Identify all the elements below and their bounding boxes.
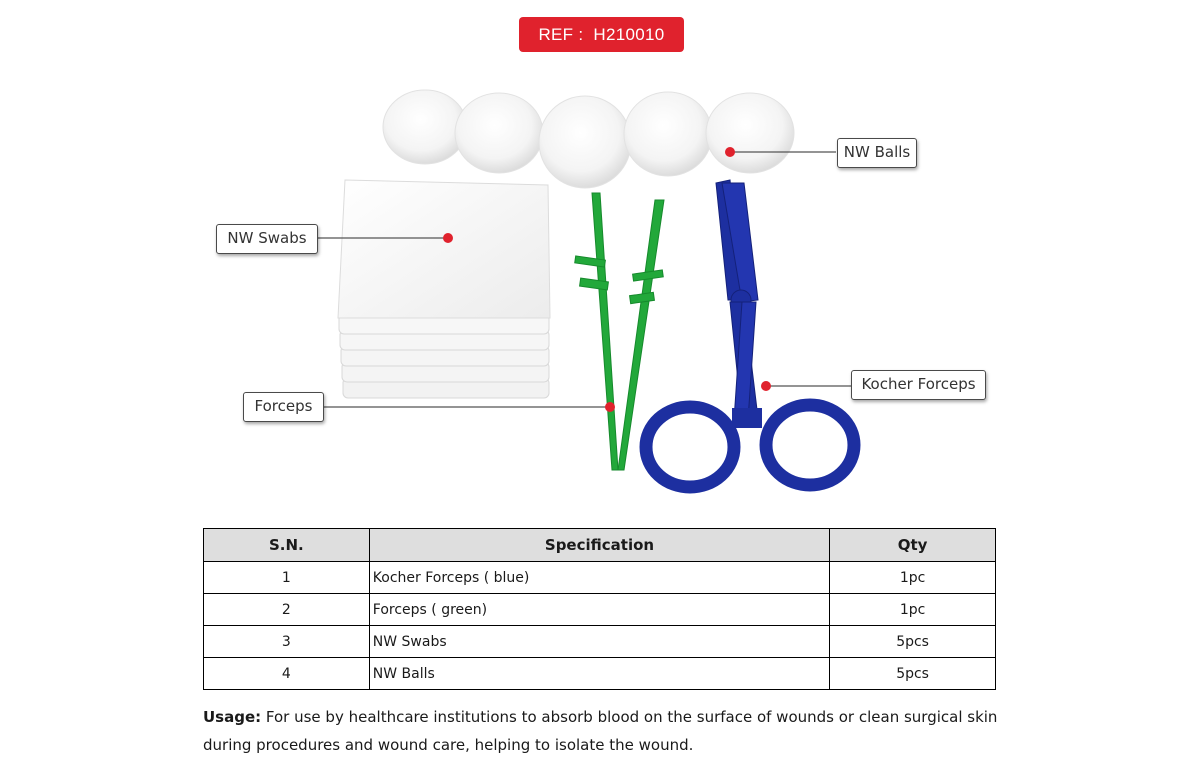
- cell-qty: 5pcs: [829, 657, 996, 690]
- cell-sn: 2: [203, 593, 370, 626]
- product-photo: [318, 89, 861, 494]
- spec-table: S.N. Specification Qty 1 Kocher Forceps …: [203, 528, 996, 690]
- ref-badge: REF : H210010: [519, 17, 684, 52]
- cell-qty: 1pc: [829, 593, 996, 626]
- table-row: 1 Kocher Forceps ( blue) 1pc: [203, 561, 996, 594]
- table-row: 2 Forceps ( green) 1pc: [203, 593, 996, 626]
- table-row: 4 NW Balls 5pcs: [203, 657, 996, 690]
- green-forceps-image: [574, 192, 665, 471]
- header-qty: Qty: [829, 528, 996, 562]
- marker-dots: [443, 147, 771, 412]
- cell-spec: Kocher Forceps ( blue): [368, 561, 831, 594]
- nw-swabs-image: [337, 179, 551, 399]
- forceps-marker: [605, 402, 615, 412]
- kocher-forceps-image: [639, 179, 861, 494]
- header-sn: S.N.: [203, 528, 370, 562]
- table-header-row: S.N. Specification Qty: [203, 528, 996, 562]
- cell-spec: NW Swabs: [368, 625, 831, 658]
- usage-paragraph: Usage: For use by healthcare institution…: [203, 703, 1033, 759]
- callout-nw-balls: NW Balls: [837, 138, 917, 168]
- cell-sn: 4: [203, 657, 370, 690]
- table-row: 3 NW Swabs 5pcs: [203, 625, 996, 658]
- callout-nw-swabs: NW Swabs: [216, 224, 318, 254]
- cell-spec: Forceps ( green): [368, 593, 831, 626]
- callout-forceps: Forceps: [243, 392, 324, 422]
- usage-text: For use by healthcare institutions to ab…: [203, 708, 998, 754]
- cell-sn: 3: [203, 625, 370, 658]
- cell-spec: NW Balls: [368, 657, 831, 690]
- kocher-forceps-marker: [761, 381, 771, 391]
- usage-label: Usage:: [203, 708, 262, 726]
- nw-balls-image: [382, 89, 795, 189]
- nw-balls-marker: [725, 147, 735, 157]
- header-specification: Specification: [368, 528, 831, 562]
- callout-kocher-forceps: Kocher Forceps: [851, 370, 986, 400]
- cell-qty: 5pcs: [829, 625, 996, 658]
- cell-sn: 1: [203, 561, 370, 594]
- leader-lines: [318, 151, 852, 408]
- nw-swabs-marker: [443, 233, 453, 243]
- cell-qty: 1pc: [829, 561, 996, 594]
